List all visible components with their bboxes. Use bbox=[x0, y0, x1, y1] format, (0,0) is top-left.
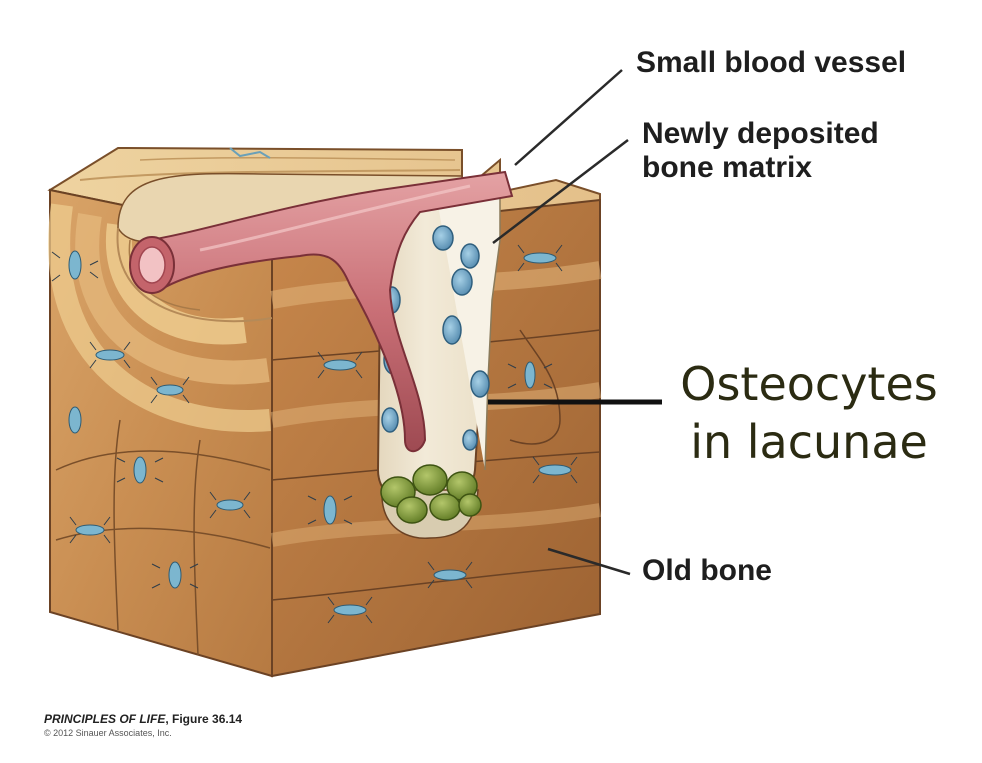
credit-title: PRINCIPLES OF LIFE bbox=[44, 712, 166, 726]
figure-credit: PRINCIPLES OF LIFE, Figure 36.14 © 2012 … bbox=[44, 712, 242, 738]
bone-front-face bbox=[48, 188, 273, 678]
osteoclast-cluster bbox=[380, 464, 482, 539]
small-blood-vessel bbox=[129, 170, 514, 453]
label-in-lacunae: in lacunae bbox=[690, 415, 928, 469]
leader-small-blood-vessel bbox=[514, 69, 623, 166]
label-old-bone: Old bone bbox=[642, 554, 772, 587]
leader-new-matrix bbox=[492, 139, 629, 244]
label-bone-matrix: bone matrix bbox=[642, 151, 813, 184]
credit-copyright: © 2012 Sinauer Associates, Inc. bbox=[44, 728, 172, 738]
label-osteocytes: Osteocytes bbox=[680, 357, 938, 411]
leader-old-bone bbox=[547, 547, 631, 576]
label-small-blood-vessel: Small blood vessel bbox=[636, 46, 907, 79]
old-bone-lacunae bbox=[68, 175, 572, 616]
label-newly-deposited: Newly deposited bbox=[642, 117, 879, 150]
canaliculi bbox=[51, 244, 578, 624]
credit-figure: , Figure 36.14 bbox=[165, 712, 243, 726]
